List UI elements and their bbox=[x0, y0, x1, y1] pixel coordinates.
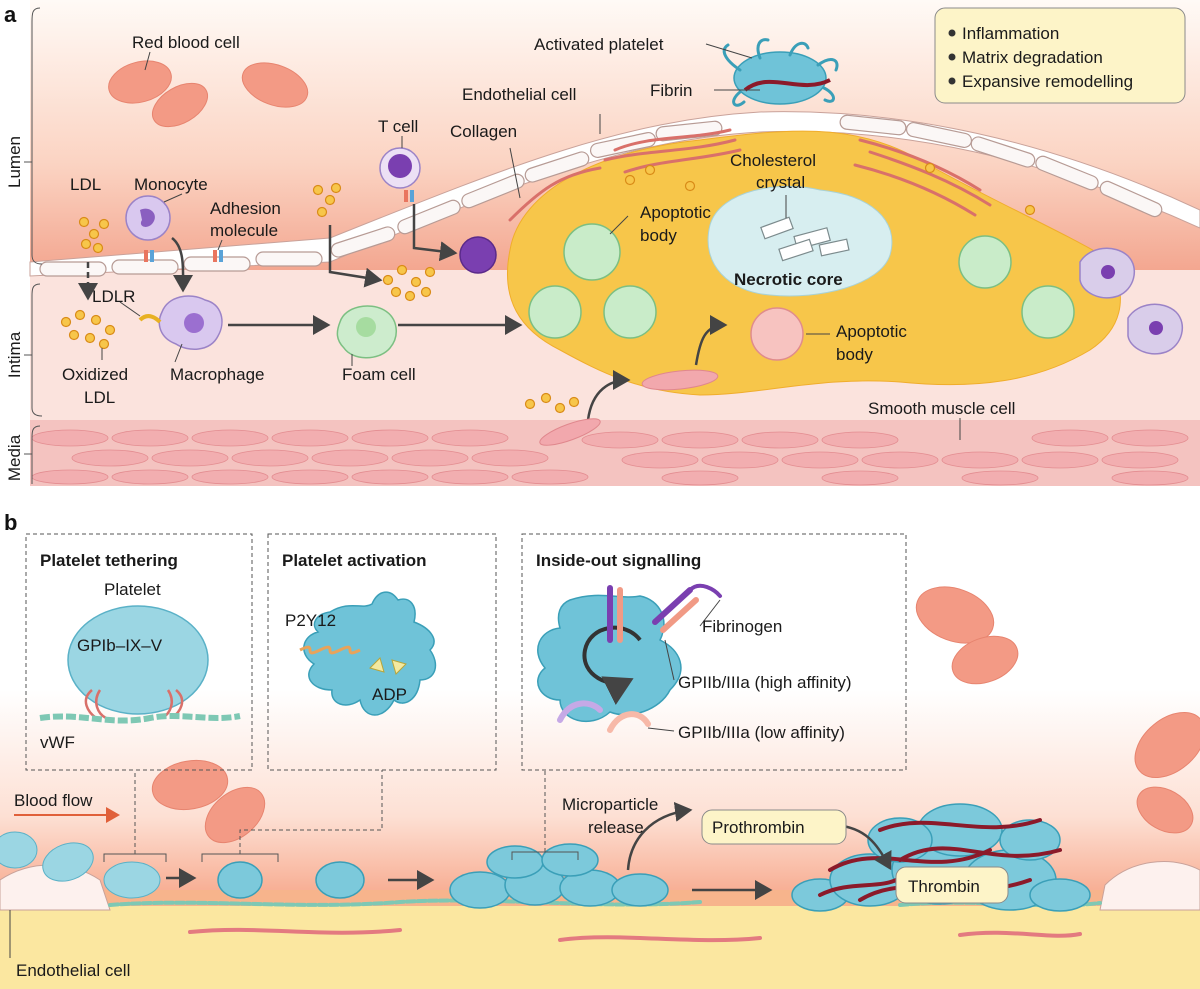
region-brackets bbox=[24, 7, 43, 484]
label-endothelial-cell-b: Endothelial cell bbox=[16, 961, 130, 980]
label-adhesion-molecule-1: Adhesion bbox=[210, 199, 281, 218]
legend-item-inflammation: Inflammation bbox=[962, 24, 1059, 43]
media-smooth-muscle-cells bbox=[31, 429, 1189, 486]
activated-platelet-shape bbox=[303, 591, 437, 716]
thrombin-box bbox=[895, 866, 1009, 904]
prothrombin-box bbox=[701, 809, 847, 845]
label-oxidized-ldl-2: LDL bbox=[84, 388, 115, 407]
label-apoptotic-body-bottom-1: Apoptotic bbox=[836, 322, 907, 341]
panel-b: b bbox=[0, 510, 1200, 989]
t-cell-migrated bbox=[459, 236, 497, 274]
label-macrophage: Macrophage bbox=[170, 365, 265, 384]
panel-b-leader-lines bbox=[647, 599, 721, 732]
label-red-blood-cell: Red blood cell bbox=[132, 33, 240, 52]
box-signalling-title: Inside-out signalling bbox=[536, 551, 701, 570]
box-platelet-tethering bbox=[25, 533, 253, 771]
label-necrotic-core: Necrotic core bbox=[734, 270, 843, 289]
activated-platelet bbox=[722, 38, 839, 107]
box-connectors bbox=[134, 770, 546, 854]
box-activation-title: Platelet activation bbox=[282, 551, 427, 570]
macrophages-right-nuclei bbox=[1101, 265, 1163, 335]
collagen-strands-b bbox=[188, 927, 1082, 943]
tethering-platelet bbox=[67, 605, 209, 715]
legend-bullets bbox=[948, 29, 956, 85]
label-gpib: GPIb–IX–V bbox=[77, 636, 163, 655]
ldl-particles bbox=[60, 162, 1036, 414]
label-adhesion-molecule-2: molecule bbox=[210, 221, 278, 240]
panel-a-arrows bbox=[78, 204, 728, 421]
label-adp: ADP bbox=[372, 685, 407, 704]
label-apoptotic-body-top-2: body bbox=[640, 226, 677, 245]
label-blood-flow: Blood flow bbox=[14, 791, 93, 810]
label-cholesterol-crystal-2: crystal bbox=[756, 173, 805, 192]
legend-box bbox=[934, 7, 1186, 104]
intima-label: Intima bbox=[5, 331, 24, 378]
integrin-low-affinity bbox=[557, 700, 651, 733]
label-foam-cell: Foam cell bbox=[342, 365, 416, 384]
label-apoptotic-body-top-1: Apoptotic bbox=[640, 203, 711, 222]
panel-b-letter: b bbox=[4, 510, 17, 535]
label-monocyte: Monocyte bbox=[134, 175, 208, 194]
label-fibrinogen: Fibrinogen bbox=[702, 617, 782, 636]
legend-item-expansive-remodelling: Expansive remodelling bbox=[962, 72, 1133, 91]
collagen-fibres bbox=[508, 128, 992, 222]
vwf-fibre bbox=[39, 713, 241, 724]
label-platelet: Platelet bbox=[104, 580, 161, 599]
box-inside-out-signalling bbox=[521, 533, 907, 771]
monocyte-nucleus bbox=[140, 208, 155, 227]
label-activated-platelet: Activated platelet bbox=[534, 35, 664, 54]
label-microparticle-2: release bbox=[588, 818, 644, 837]
resting-platelets bbox=[0, 831, 161, 899]
label-prothrombin: Prothrombin bbox=[712, 818, 805, 837]
label-gpiibiiia-high: GPIIb/IIIa (high affinity) bbox=[678, 673, 852, 692]
red-blood-cells-lumen bbox=[108, 60, 309, 128]
label-t-cell: T cell bbox=[378, 117, 418, 136]
foam-cell-nucleus bbox=[356, 317, 376, 337]
macrophage-nucleus bbox=[184, 313, 204, 333]
adhesion-molecules bbox=[144, 190, 414, 262]
apoptotic-body-pink bbox=[750, 307, 804, 361]
label-gpiibiiia-low: GPIIb/IIIa (low affinity) bbox=[678, 723, 845, 742]
box-tethering-title: Platelet tethering bbox=[40, 551, 178, 570]
label-smooth-muscle-cell: Smooth muscle cell bbox=[868, 399, 1015, 418]
label-oxidized-ldl-1: Oxidized bbox=[62, 365, 128, 384]
label-fibrin: Fibrin bbox=[650, 81, 693, 100]
endothelial-cell-right bbox=[1099, 861, 1200, 911]
signalling-platelet bbox=[537, 594, 682, 723]
adp-triangle-2 bbox=[391, 659, 407, 675]
red-blood-cells-flow bbox=[151, 586, 1200, 844]
ldlr-receptor bbox=[138, 314, 162, 324]
t-cell-nucleus bbox=[388, 154, 412, 178]
legend-item-matrix-degradation: Matrix degradation bbox=[962, 48, 1103, 67]
cholesterol-crystals bbox=[760, 216, 850, 262]
label-collagen: Collagen bbox=[450, 122, 517, 141]
media-label: Media bbox=[5, 434, 24, 481]
panel-a-leader-lines bbox=[101, 43, 961, 440]
adp-triangle-1 bbox=[369, 657, 385, 673]
label-endothelial-cell: Endothelial cell bbox=[462, 85, 576, 104]
endothelial-cells bbox=[39, 114, 1163, 277]
lumen-label: Lumen bbox=[5, 136, 24, 188]
label-thrombin: Thrombin bbox=[908, 877, 980, 896]
label-ldl: LDL bbox=[70, 175, 101, 194]
label-p2y12: P2Y12 bbox=[285, 611, 336, 630]
box-platelet-activation bbox=[267, 533, 497, 771]
label-ldlr: LDLR bbox=[92, 287, 135, 306]
p2y12-receptor bbox=[299, 645, 361, 655]
label-apoptotic-body-bottom-2: body bbox=[836, 345, 873, 364]
label-vwf: vWF bbox=[40, 733, 75, 752]
apoptotic-bodies-green bbox=[528, 223, 1075, 339]
vessel-wall-region bbox=[0, 906, 1200, 989]
migrating-smooth-muscle-cells bbox=[539, 369, 719, 446]
panel-a: a bbox=[4, 0, 1200, 486]
integrin-high-affinity bbox=[607, 583, 722, 643]
panel-a-letter: a bbox=[4, 2, 17, 27]
panel-b-arrows bbox=[166, 801, 892, 900]
label-cholesterol-crystal-1: Cholesterol bbox=[730, 151, 816, 170]
label-microparticle-1: Microparticle bbox=[562, 795, 658, 814]
